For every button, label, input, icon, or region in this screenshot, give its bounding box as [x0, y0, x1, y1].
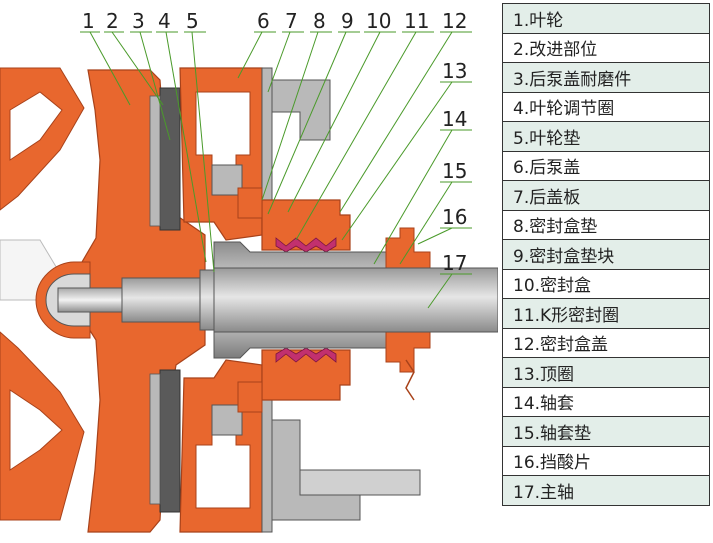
legend-row: 16.挡酸片: [502, 445, 710, 476]
callout-7: 7: [285, 9, 298, 33]
back-cover-wear-plate: [149, 87, 181, 513]
callout-15: 15: [442, 159, 467, 183]
callout-3: 3: [132, 9, 145, 33]
legend-item-9: 9.密封盒垫块: [502, 239, 710, 270]
legend-item-7: 7.后盖板: [502, 180, 710, 211]
legend-item-13: 13.顶圈: [502, 357, 710, 388]
legend-row: 17.主轴: [502, 475, 710, 506]
main-shaft: [121, 267, 498, 333]
legend-item-6: 6.后泵盖: [502, 150, 710, 181]
callout-13: 13: [442, 59, 467, 83]
legend-row: 7.后盖板: [502, 180, 710, 211]
legend-item-16: 16.挡酸片: [502, 445, 710, 476]
callout-6: 6: [257, 9, 270, 33]
rear-cover-plate: [261, 67, 421, 533]
callout-4: 4: [158, 9, 171, 33]
legend-item-2: 2.改进部位: [502, 32, 710, 63]
legend-row: 2.改进部位: [502, 32, 710, 63]
legend-item-10: 10.密封盒: [502, 268, 710, 299]
callout-12: 12: [442, 9, 467, 33]
callout-10: 10: [366, 9, 391, 33]
legend-row: 6.后泵盖: [502, 150, 710, 181]
legend-item-15: 15.轴套垫: [502, 416, 710, 447]
callout-11: 11: [404, 9, 429, 33]
impeller-nut: [35, 261, 129, 339]
legend-item-5: 5.叶轮垫: [502, 121, 710, 152]
parts-legend-table: 1.叶轮 2.改进部位 3.后泵盖耐磨件 4.叶轮调节圈 5.叶轮垫 6.后泵盖…: [502, 3, 710, 506]
legend-row: 5.叶轮垫: [502, 121, 710, 152]
legend-row: 9.密封盒垫块: [502, 239, 710, 270]
legend-item-11: 11.K形密封圈: [502, 298, 710, 329]
callout-5: 5: [186, 9, 199, 33]
callout-14: 14: [442, 107, 467, 131]
acid-guard: [385, 227, 431, 401]
legend-item-3: 3.后泵盖耐磨件: [502, 62, 710, 93]
legend-row: 13.顶圈: [502, 357, 710, 388]
legend-row: 10.密封盒: [502, 268, 710, 299]
callout-9: 9: [341, 9, 354, 33]
legend-item-4: 4.叶轮调节圈: [502, 91, 710, 122]
legend-row: 12.密封盒盖: [502, 327, 710, 358]
legend-row: 4.叶轮调节圈: [502, 91, 710, 122]
callout-16: 16: [442, 205, 467, 229]
seal-box: [237, 187, 351, 413]
legend-row: 15.轴套垫: [502, 416, 710, 447]
leader-lines: [80, 31, 472, 309]
legend-item-17: 17.主轴: [502, 475, 710, 506]
legend-item-12: 12.密封盒盖: [502, 327, 710, 358]
pump-cross-section-drawing: 1 2 3 4 5 6 7 8 9 10 11 12 13 14 15 16 1…: [0, 9, 498, 533]
callout-labels: 1 2 3 4 5 6 7 8 9 10 11 12 13 14 15 16 1…: [82, 9, 467, 275]
callout-2: 2: [106, 9, 119, 33]
legend-row: 14.轴套: [502, 386, 710, 417]
legend-row: 8.密封盒垫: [502, 209, 710, 240]
legend-row: 1.叶轮: [502, 3, 710, 34]
legend-item-8: 8.密封盒垫: [502, 209, 710, 240]
legend-item-1: 1.叶轮: [502, 3, 710, 34]
k-seal-rings: [275, 237, 337, 363]
callout-1: 1: [82, 9, 95, 33]
legend-row: 11.K形密封圈: [502, 298, 710, 329]
legend-row: 3.后泵盖耐磨件: [502, 62, 710, 93]
callout-17: 17: [442, 251, 467, 275]
callout-8: 8: [313, 9, 326, 33]
legend-item-14: 14.轴套: [502, 386, 710, 417]
